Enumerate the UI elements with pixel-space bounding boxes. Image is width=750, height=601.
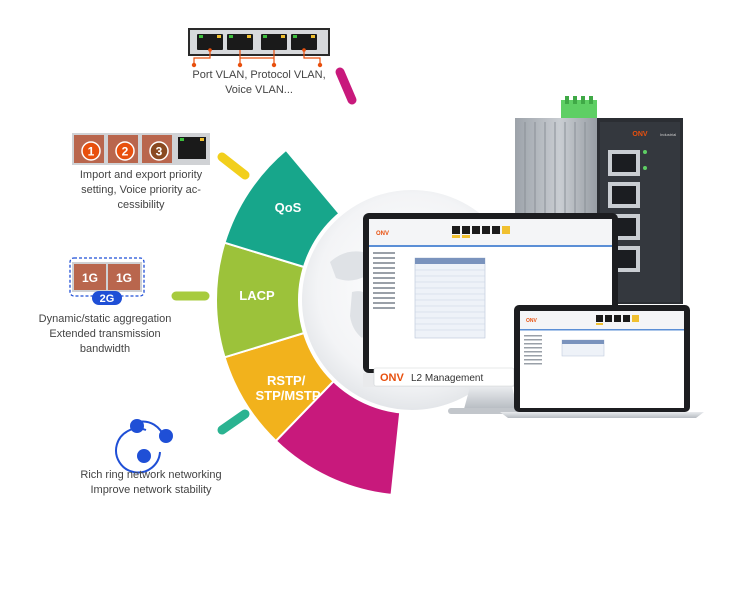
- qos-dash: [217, 152, 250, 180]
- ring-caption-line-1: Rich ring network networking: [80, 469, 222, 481]
- segment-label-vlan: VLAN: [345, 145, 380, 160]
- svg-text:ONV: ONV: [632, 131, 648, 138]
- qos-caption: Import and export priority setting, Voic…: [56, 168, 226, 213]
- vlan-caption-line-1: Port VLAN, Protocol VLAN,: [192, 69, 326, 81]
- qos-caption-line-1: Import and export priority: [79, 169, 203, 181]
- vlan-caption: Port VLAN, Protocol VLAN, Voice VLAN...: [170, 68, 348, 98]
- priority-badge-3: [149, 141, 169, 161]
- lacp-caption: Dynamic/static aggregation Extended tran…: [18, 312, 192, 357]
- lacp-caption-line-2: Extended transmission: [49, 328, 161, 340]
- priority-badge-3-label: 3: [156, 145, 163, 159]
- vlan-caption-line-2: Voice VLAN...: [225, 84, 293, 96]
- rstp-dash: [217, 409, 250, 435]
- brand-logo: ONV: [380, 372, 405, 384]
- svg-text:ONV: ONV: [376, 231, 389, 237]
- feature-wheel: [215, 148, 403, 497]
- port-speed-1: 1G: [82, 271, 98, 285]
- brand-product: L2 Management: [411, 373, 483, 384]
- priority-badge-2-label: 2: [122, 145, 129, 159]
- segment-label-qos: QoS: [275, 200, 302, 215]
- laptop: ONV: [500, 305, 704, 418]
- aggregate-speed: 2G: [100, 293, 115, 305]
- svg-text:Industrial: Industrial: [660, 132, 676, 137]
- segment-label-lacp: LACP: [239, 288, 275, 303]
- vlan-dash: [335, 67, 357, 105]
- ring-caption-line-2: Improve network stability: [90, 484, 212, 496]
- priority-badge-1: [81, 141, 101, 161]
- lacp-caption-line-3: bandwidth: [79, 343, 131, 355]
- port-speed-2: 1G: [116, 271, 132, 285]
- segment-label-rstp: RSTP/ STP/MSTP: [255, 373, 320, 403]
- ring-caption: Rich ring network networking Improve net…: [58, 468, 244, 498]
- svg-text:ONV: ONV: [526, 318, 538, 324]
- wheel-dashes: [171, 67, 357, 435]
- aggregate-badge: [92, 291, 122, 305]
- qos-port-strip: 1 2 3: [72, 133, 210, 165]
- lacp-caption-line-1: Dynamic/static aggregation: [38, 313, 172, 325]
- wheel-labels: VLAN QoS LACP RSTP/ STP/MSTP: [239, 145, 380, 403]
- qos-caption-line-2: setting, Voice priority ac-: [81, 184, 201, 196]
- vlan-port-strip: [188, 28, 330, 68]
- lacp-port-group: 1G 1G 2G: [69, 257, 145, 305]
- qos-caption-line-3: cessibility: [117, 199, 165, 211]
- priority-badge-1-label: 1: [88, 145, 95, 159]
- ring-network-icon: [115, 419, 173, 474]
- priority-badge-2: [115, 141, 135, 161]
